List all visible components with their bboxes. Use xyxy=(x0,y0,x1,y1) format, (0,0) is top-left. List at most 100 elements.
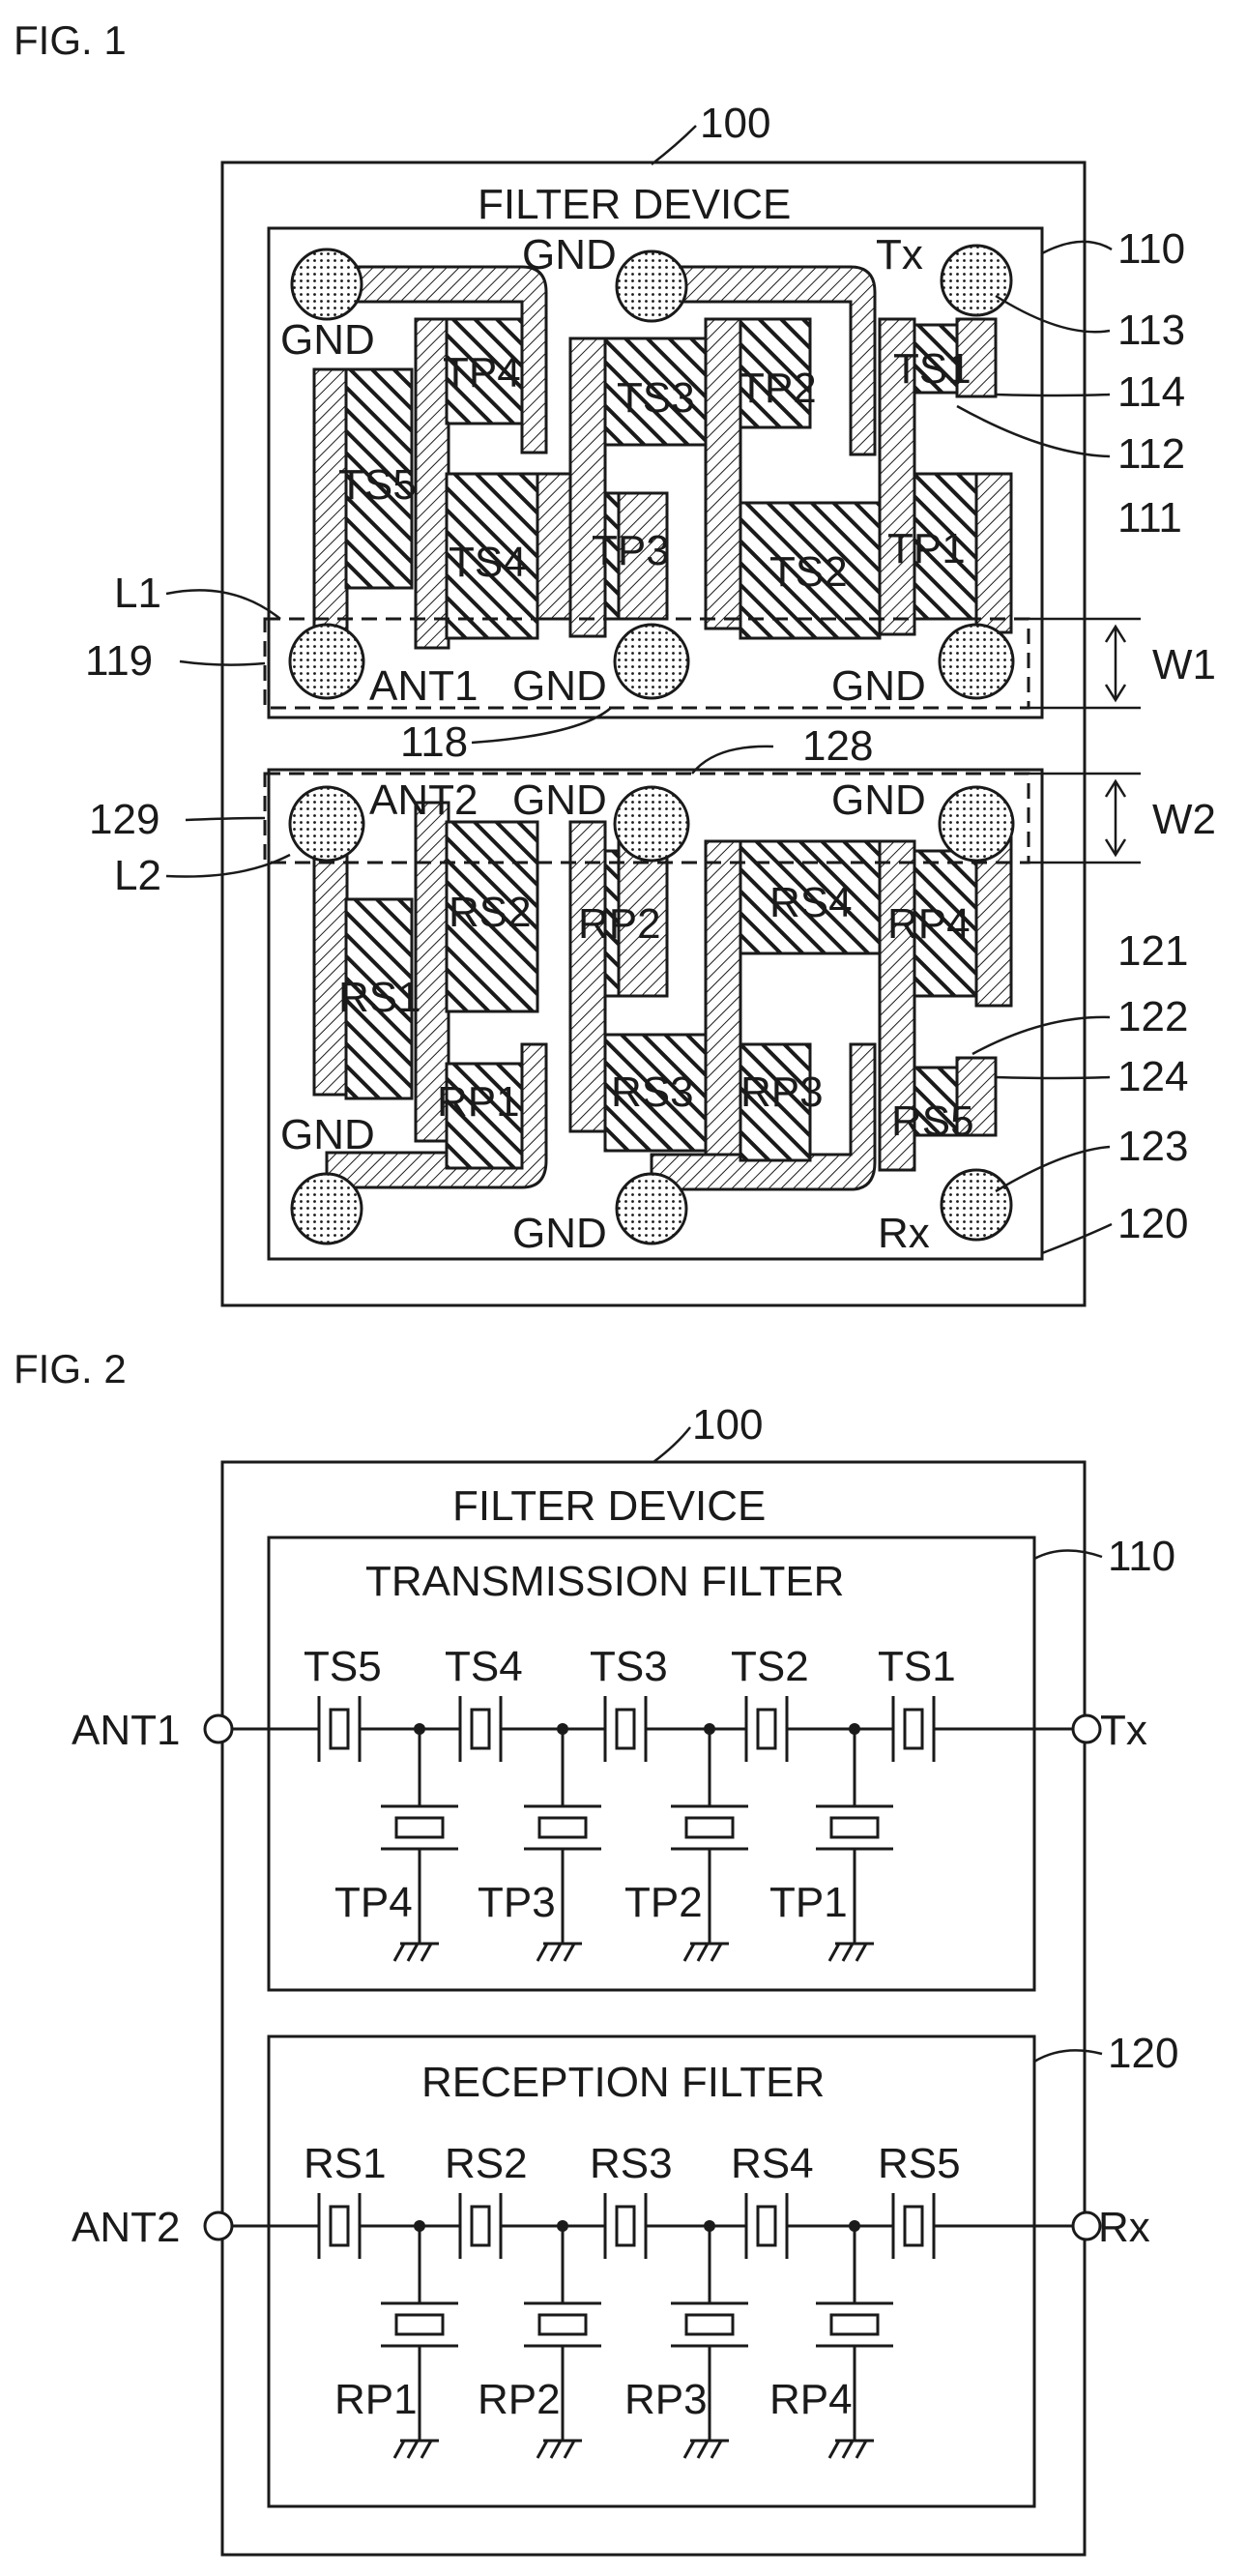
tx-shunt-label: TP2 xyxy=(624,1879,703,1926)
tx-ground-stroke xyxy=(829,1944,839,1961)
label-RS5: RS5 xyxy=(891,1098,974,1145)
tx-shunt-body xyxy=(831,1818,878,1837)
tx-series-label: TS1 xyxy=(878,1643,956,1690)
rx-series-label: RS5 xyxy=(878,2140,961,2187)
pad-tx xyxy=(942,246,1011,315)
rx-ground-stroke xyxy=(394,2441,404,2458)
rx-series-body xyxy=(331,2207,348,2245)
leader-113 xyxy=(996,296,1110,332)
rx-ref-120: 120 xyxy=(1108,2030,1178,2077)
pad-tx-gnd-topmid xyxy=(617,251,686,321)
rx-shunt-body xyxy=(686,2315,733,2334)
rx-ground-stroke xyxy=(421,2441,431,2458)
tx-series-body xyxy=(617,1710,634,1748)
tx-ground-stroke xyxy=(698,1944,708,1961)
rx-shunt-label: RP1 xyxy=(334,2376,418,2423)
wire-rx-3 xyxy=(570,822,605,1131)
tx-output-terminal xyxy=(1073,1715,1100,1742)
leader-L2 xyxy=(166,855,290,877)
rx-input-terminal xyxy=(205,2212,232,2239)
tx-ground-stroke xyxy=(711,1944,721,1961)
rx-shunt-label: RP2 xyxy=(478,2376,561,2423)
label-TP3: TP3 xyxy=(592,527,670,574)
tx-chip: TP4 TS5 TS4 TS3 TP3 TP2 TS2 TS1 TP1 GND … xyxy=(265,228,1042,717)
rx-output-terminal xyxy=(1073,2212,1100,2239)
label-RS1: RS1 xyxy=(338,974,421,1021)
rx-shunt-body xyxy=(539,2315,586,2334)
rx-filter-box xyxy=(269,2036,1034,2506)
rx-shunt-body xyxy=(396,2315,443,2334)
rx-series-label: RS1 xyxy=(304,2140,387,2187)
tx-filter-title: TRANSMISSION FILTER xyxy=(365,1558,844,1605)
rx-ground-stroke xyxy=(408,2441,418,2458)
fig1: FIG. 1 100 FILTER DEVICE xyxy=(14,17,1216,1305)
label-TP1: TP1 xyxy=(887,525,966,572)
label-TS3: TS3 xyxy=(617,374,695,422)
tx-input-label: ANT1 xyxy=(72,1707,180,1754)
fig2: FIG. 2 100 FILTER DEVICE TRANSMISSION FI… xyxy=(14,1346,1178,2555)
device-title: FILTER DEVICE xyxy=(478,181,791,228)
rx-chip: RS2 RS1 RP2 RS4 RP4 RP1 RS3 RP3 RS5 ANT2… xyxy=(265,770,1042,1259)
pad-rx-gnd-bottommid xyxy=(617,1174,686,1244)
tx-ground-stroke xyxy=(551,1944,561,1961)
label-RS2: RS2 xyxy=(449,889,532,936)
ref-L1: L1 xyxy=(114,570,161,617)
tx-filter-circuit: TRANSMISSION FILTER 110 ANT1 Tx TS5TS4TS… xyxy=(72,1533,1175,1990)
label-TS1: TS1 xyxy=(893,345,972,393)
tx-series-body xyxy=(472,1710,489,1748)
label-TP4: TP4 xyxy=(443,349,521,396)
pad-tx-gnd-topleft xyxy=(292,249,362,319)
label-RP1: RP1 xyxy=(437,1078,520,1126)
ref-110: 110 xyxy=(1117,225,1185,273)
label-RP3: RP3 xyxy=(740,1068,824,1116)
label-tx-gnd-bottommid: GND xyxy=(512,662,607,710)
label-rx-gnd-topright: GND xyxy=(831,776,926,824)
rx-shunt-body xyxy=(831,2315,878,2334)
label-tx: Tx xyxy=(876,231,923,278)
leader-110 xyxy=(1042,242,1112,253)
ref-123: 123 xyxy=(1117,1123,1188,1170)
rx-ground-stroke xyxy=(551,2441,561,2458)
wire-tx-6 xyxy=(706,319,740,629)
tx-series-label: TS3 xyxy=(590,1643,668,1690)
label-W1: W1 xyxy=(1152,641,1216,688)
rx-filter-title: RECEPTION FILTER xyxy=(421,2059,825,2106)
label-tx-gnd-left: GND xyxy=(280,316,375,364)
ref-111: 111 xyxy=(1117,494,1182,542)
label-rx: Rx xyxy=(878,1210,930,1257)
tx-shunt-label: TP4 xyxy=(334,1879,413,1926)
label-ant2: ANT2 xyxy=(369,776,478,824)
rx-ground-stroke xyxy=(829,2441,839,2458)
tx-leader-110 xyxy=(1034,1550,1102,1559)
ref-129: 129 xyxy=(89,796,160,843)
label-TS4: TS4 xyxy=(449,539,527,586)
ref-112: 112 xyxy=(1117,430,1185,478)
ref-119: 119 xyxy=(85,637,153,685)
label-TS2: TS2 xyxy=(769,548,848,596)
tx-shunt-body xyxy=(686,1818,733,1837)
ref-113: 113 xyxy=(1117,307,1185,354)
ref-122: 122 xyxy=(1117,993,1188,1040)
rx-ground-stroke xyxy=(711,2441,721,2458)
rx-series-label: RS3 xyxy=(590,2140,673,2187)
tx-input-terminal xyxy=(205,1715,232,1742)
rx-input-label: ANT2 xyxy=(72,2204,180,2251)
label-rx-gnd-left: GND xyxy=(280,1111,375,1158)
ref-124: 124 xyxy=(1117,1053,1188,1100)
rx-series-body xyxy=(472,2207,489,2245)
rx-leader-120 xyxy=(1034,2050,1102,2062)
rx-series-body xyxy=(758,2207,775,2245)
pad-ant2 xyxy=(290,787,363,861)
tx-shunt-body xyxy=(396,1818,443,1837)
leader-123 xyxy=(996,1147,1110,1191)
tx-shunt-label: TP1 xyxy=(769,1879,848,1926)
rx-series-label: RS2 xyxy=(445,2140,528,2187)
rx-output-label: Rx xyxy=(1098,2204,1150,2251)
leader-129 xyxy=(186,818,265,820)
tx-series-label: TS5 xyxy=(304,1643,382,1690)
ref-100: 100 xyxy=(700,100,770,147)
pad-rx-gnd-topmid xyxy=(615,787,688,861)
label-rx-gnd-topmid: GND xyxy=(512,776,607,824)
label-RP2: RP2 xyxy=(578,900,661,948)
ref-114: 114 xyxy=(1117,368,1185,416)
